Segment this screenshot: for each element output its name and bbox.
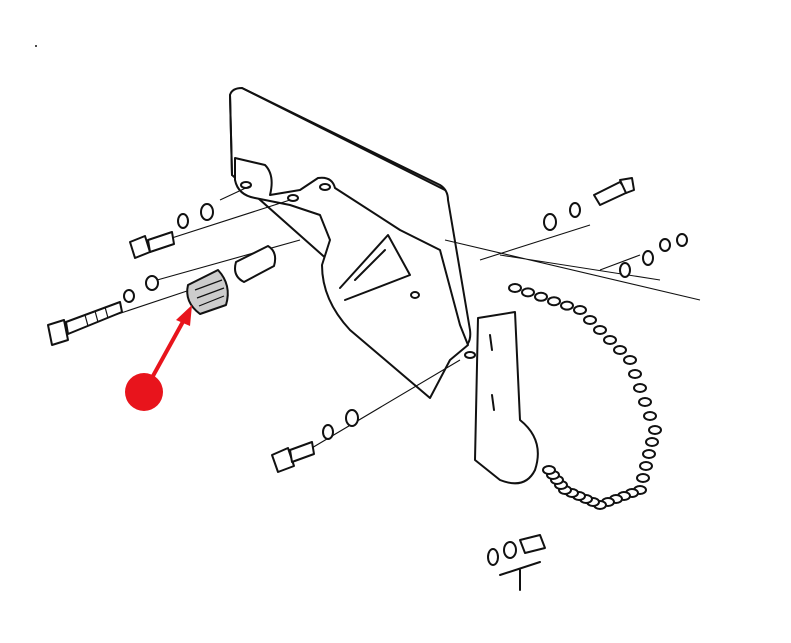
chain-link <box>508 283 522 293</box>
mounting-bracket <box>234 157 476 399</box>
bolt-lower <box>271 409 359 473</box>
chain-connecting-link <box>487 534 546 591</box>
assembly-lines <box>69 185 701 456</box>
highlight-dot <box>125 373 163 411</box>
chain-link <box>639 461 653 471</box>
spacer-sleeve <box>234 245 277 283</box>
chain-link <box>645 437 659 447</box>
chain-link <box>583 315 597 325</box>
chain-link <box>521 287 535 298</box>
chain-link <box>628 369 642 379</box>
chain-link <box>648 425 662 435</box>
tensioner-arm <box>474 311 539 485</box>
bolt-right <box>543 177 688 278</box>
chain-link <box>638 397 652 407</box>
highlighted-roller <box>186 269 229 315</box>
bolt-long <box>47 275 159 346</box>
chain-link <box>642 449 656 459</box>
chain-link <box>643 411 657 421</box>
chain-link <box>560 300 574 311</box>
bolt-upper-left <box>129 203 214 259</box>
chain-link <box>633 383 647 393</box>
chain-link <box>603 335 617 345</box>
chain-link <box>542 465 556 475</box>
chain-link <box>623 355 637 365</box>
roller-chain <box>508 283 662 510</box>
chain-link <box>534 291 548 302</box>
chain-link <box>593 325 607 335</box>
chain-link <box>573 305 587 315</box>
chain-link <box>613 345 627 355</box>
chain-link <box>636 473 650 483</box>
chain-link <box>547 296 561 307</box>
highlight-pointer <box>125 305 192 411</box>
